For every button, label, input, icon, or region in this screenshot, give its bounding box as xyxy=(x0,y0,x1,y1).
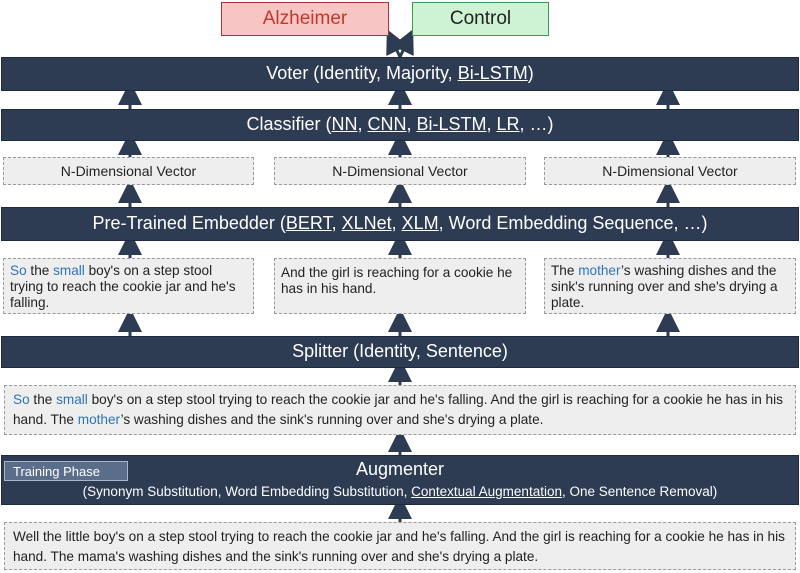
embedder-bar: Pre-Trained Embedder (BERT, XLNet, XLM, … xyxy=(1,207,799,241)
embedder-xlm: XLM xyxy=(401,213,439,233)
highlight-word: small xyxy=(53,263,85,278)
paragraph-text: boy's on a step stool trying to reach th… xyxy=(13,392,783,427)
classifier-nn: NN xyxy=(331,114,358,134)
classifier-bilstm: Bi-LSTM xyxy=(416,114,487,134)
alzheimer-output-box: Alzheimer xyxy=(221,2,389,36)
highlight-word: mother xyxy=(578,263,622,278)
classifier-cnn: CNN xyxy=(367,114,407,134)
vector-label: N-Dimensional Vector xyxy=(60,163,197,179)
voter-text: Voter (Identity, Majority, xyxy=(266,63,458,83)
embedder-sep: , xyxy=(331,213,342,233)
input-text: Well the little boy's on a step stool tr… xyxy=(13,529,785,564)
splitter-bar: Splitter (Identity, Sentence) xyxy=(1,336,799,368)
alzheimer-label: Alzheimer xyxy=(262,8,348,29)
vector-label: N-Dimensional Vector xyxy=(332,163,468,179)
vector-box-3: N-Dimensional Vector xyxy=(544,157,796,185)
embedder-suffix: , Word Embedding Sequence, …) xyxy=(438,213,708,233)
embedder-bert: BERT xyxy=(285,213,332,233)
augmenter-title: Augmenter xyxy=(355,459,445,479)
highlight-word: small xyxy=(56,392,88,407)
input-text-box: Well the little boy's on a step stool tr… xyxy=(4,522,796,570)
augmenter-contextual: Contextual Augmentation xyxy=(411,484,562,499)
embedder-prefix: Pre-Trained Embedder ( xyxy=(92,213,286,233)
classifier-suffix: , …) xyxy=(519,114,554,134)
classifier-sep: , xyxy=(357,114,368,134)
highlight-word: So xyxy=(13,392,30,407)
sentence-box-2: And the girl is reaching for a cookie he… xyxy=(274,258,526,314)
sentence-text: ’s washing dishes and the sink's running… xyxy=(551,263,778,310)
vector-label: N-Dimensional Vector xyxy=(602,163,738,179)
classifier-bar: Classifier (NN, CNN, Bi-LSTM, LR, …) xyxy=(1,109,799,141)
paragraph-text: ’s washing dishes and the sink's running… xyxy=(120,412,544,427)
sentence-text: boy's on a step stool trying to reach th… xyxy=(10,263,236,310)
augmenter-sub-text: (Synonym Substitution, Word Embedding Su… xyxy=(82,484,412,499)
sentence-text: And the girl is reaching for a cookie he… xyxy=(281,265,513,296)
classifier-prefix: Classifier ( xyxy=(246,114,332,134)
sentence-box-1: So the small boy's on a step stool tryin… xyxy=(3,258,254,314)
paragraph-text: the xyxy=(29,392,57,407)
embedder-sep: , xyxy=(391,213,402,233)
sentence-text: the xyxy=(26,263,54,278)
classifier-lr: LR xyxy=(496,114,520,134)
control-label: Control xyxy=(449,8,512,29)
augmented-text-box: So the small boy's on a step stool tryin… xyxy=(4,385,796,435)
voter-bar: Voter (Identity, Majority, Bi-LSTM) xyxy=(1,57,799,91)
sentence-box-3: The mother’s washing dishes and the sink… xyxy=(544,258,796,314)
classifier-sep: , xyxy=(406,114,417,134)
control-output-box: Control xyxy=(412,2,549,36)
sentence-text: The xyxy=(551,263,579,278)
augmenter-subtitle: (Synonym Substitution, Word Embedding Su… xyxy=(1,482,799,502)
splitter-text: Splitter (Identity, Sentence) xyxy=(292,341,508,361)
classifier-sep: , xyxy=(486,114,497,134)
highlight-word: mother xyxy=(77,412,121,427)
arrow-to-control xyxy=(392,29,414,58)
vector-box-1: N-Dimensional Vector xyxy=(3,157,254,185)
augmenter-bar: Augmenter (Synonym Substitution, Word Em… xyxy=(1,455,799,505)
highlight-word: So xyxy=(10,263,27,278)
training-phase-badge: Training Phase xyxy=(4,461,128,481)
voter-bilstm-link: Bi-LSTM xyxy=(457,63,528,83)
augmenter-sub-text: , One Sentence Removal) xyxy=(561,484,718,499)
voter-suffix: ) xyxy=(527,63,534,83)
embedder-xlnet: XLNet xyxy=(341,213,392,233)
arrow-to-alzheimer xyxy=(386,29,408,58)
vector-box-2: N-Dimensional Vector xyxy=(274,157,526,185)
